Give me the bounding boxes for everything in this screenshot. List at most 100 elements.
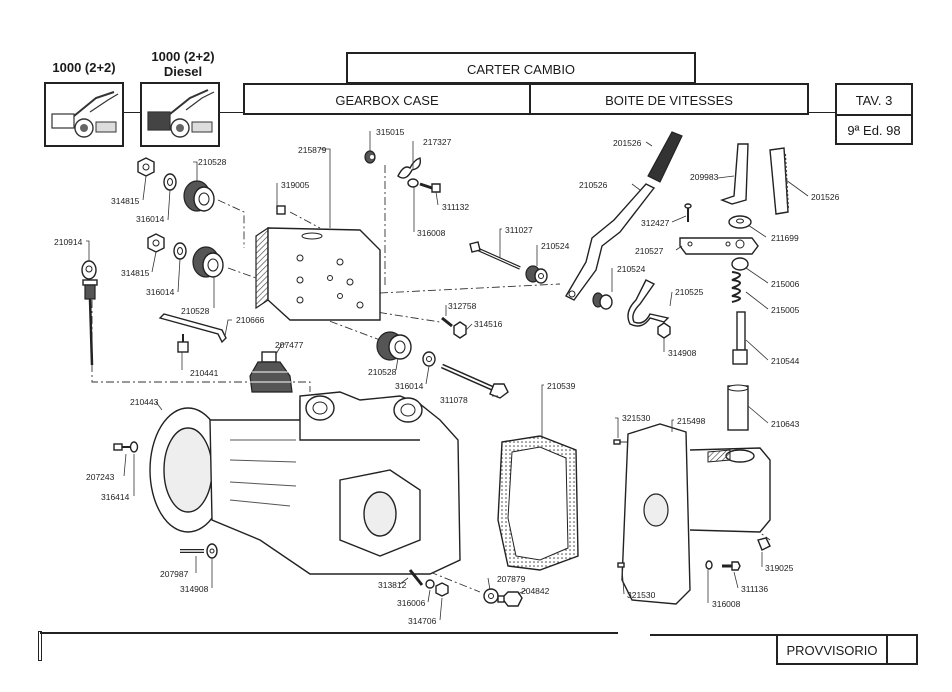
dipstick-210914 — [81, 260, 98, 366]
nut-314706 — [435, 582, 449, 597]
part-label: 210528 — [368, 367, 397, 377]
part-label: 316014 — [146, 287, 175, 297]
part-label: 217327 — [423, 137, 452, 147]
drawing-stroke — [86, 240, 90, 261]
drawing-stroke — [123, 453, 127, 477]
drawing-stroke — [249, 361, 293, 393]
status-side-box — [886, 634, 918, 665]
drawing-stroke — [689, 447, 771, 533]
screw-312427 — [684, 203, 692, 222]
part-label: 210528 — [181, 306, 210, 316]
washer-207879 — [483, 588, 499, 604]
drawing-stroke — [469, 241, 481, 253]
edition-label: 9ª Ed. 98 — [847, 123, 901, 138]
washer-316014-center — [422, 351, 436, 367]
status-label: PROVVISORIO — [786, 643, 878, 658]
drawing-stroke — [725, 241, 731, 247]
washer-316008-bottom — [705, 560, 713, 570]
part-label: 211699 — [771, 233, 799, 243]
drawing-stroke — [497, 595, 505, 603]
drawing-stroke — [400, 403, 416, 417]
lever-grip-201526-right — [769, 147, 789, 215]
drawing-stroke — [745, 339, 769, 361]
drawing-stroke — [727, 384, 749, 392]
washer-211699 — [728, 215, 752, 229]
drawing-stroke — [158, 313, 227, 344]
washer-316006 — [425, 579, 435, 589]
drawing-stroke — [129, 441, 139, 453]
drawing-stroke — [177, 247, 183, 255]
drawing-stroke — [82, 279, 98, 286]
pin-321530-top — [613, 439, 621, 445]
model-label-line: Diesel — [163, 64, 203, 79]
model-label-line: 1000 (2+2) — [52, 60, 116, 75]
spacer-215006 — [731, 257, 749, 271]
drawing-stroke — [336, 258, 344, 266]
drawing-stroke — [441, 365, 495, 390]
part-label: 321530 — [627, 590, 656, 600]
drawing-stroke — [427, 589, 431, 603]
drawing-stroke — [142, 175, 147, 201]
part-label: 319025 — [765, 563, 794, 573]
drawing-stroke — [745, 267, 769, 284]
part-label: 207477 — [275, 340, 304, 350]
drawing-stroke — [296, 296, 304, 304]
drawing-stroke — [687, 241, 693, 247]
drawing-stroke — [613, 439, 621, 445]
drawing-stroke — [425, 579, 435, 589]
drawing-stroke — [669, 291, 673, 307]
drawing-stroke — [407, 178, 419, 188]
nut-314815-lower — [147, 233, 165, 253]
pin-321530-bottom — [617, 562, 625, 568]
washer-316014-lower — [173, 242, 187, 260]
drawing-stroke — [647, 131, 683, 183]
leader-lines — [86, 131, 809, 621]
drawing-stroke — [707, 449, 731, 463]
washer-316008-top — [407, 178, 419, 188]
header-rule — [808, 112, 836, 113]
drawing-stroke — [346, 278, 354, 286]
model-thumbnail-petrol — [44, 82, 124, 147]
assembly-line — [379, 283, 561, 294]
bushing-210528-lower — [192, 246, 224, 278]
pin-312758 — [441, 316, 453, 328]
drawing-stroke — [675, 245, 683, 251]
drawing-stroke — [229, 481, 297, 487]
drawing-stroke — [224, 319, 232, 337]
part-label: 207987 — [160, 569, 189, 579]
lever-209983 — [719, 143, 749, 205]
part-label: 311132 — [442, 202, 470, 212]
drawing-stroke — [88, 298, 94, 366]
drawing-stroke — [337, 293, 343, 299]
screw-311132 — [419, 182, 441, 193]
drawing-stroke — [465, 323, 473, 331]
drawing-stroke — [785, 179, 809, 197]
part-label: 215006 — [771, 279, 800, 289]
part-label: 314815 — [121, 268, 150, 278]
part-label: 210524 — [617, 264, 646, 274]
part-label: 316014 — [136, 214, 165, 224]
edition-box: 9ª Ed. 98 — [835, 114, 913, 145]
bushing-210524-right — [592, 292, 613, 310]
part-label: 209983 — [690, 172, 719, 182]
drawing-stroke — [684, 203, 692, 209]
fitting-319005 — [276, 205, 286, 215]
stud-313812 — [408, 569, 424, 586]
drawing-stroke — [320, 148, 331, 228]
drawing-stroke — [617, 562, 625, 568]
part-label: 210643 — [771, 419, 800, 429]
header-rule — [220, 112, 244, 113]
drawing-stroke — [643, 493, 669, 527]
assembly-line — [91, 300, 311, 392]
drawing-stroke — [487, 577, 491, 591]
part-label: 201526 — [613, 138, 642, 148]
part-label: 315015 — [376, 127, 405, 137]
assembly-line — [399, 559, 481, 593]
drawing-stroke — [769, 147, 789, 215]
nut-314908-right — [657, 322, 671, 339]
drawing-stroke — [167, 178, 173, 186]
drawing-stroke — [419, 182, 433, 190]
drawing-stroke — [276, 205, 286, 215]
drawing-stroke — [85, 265, 93, 273]
footer-rule — [40, 632, 618, 634]
